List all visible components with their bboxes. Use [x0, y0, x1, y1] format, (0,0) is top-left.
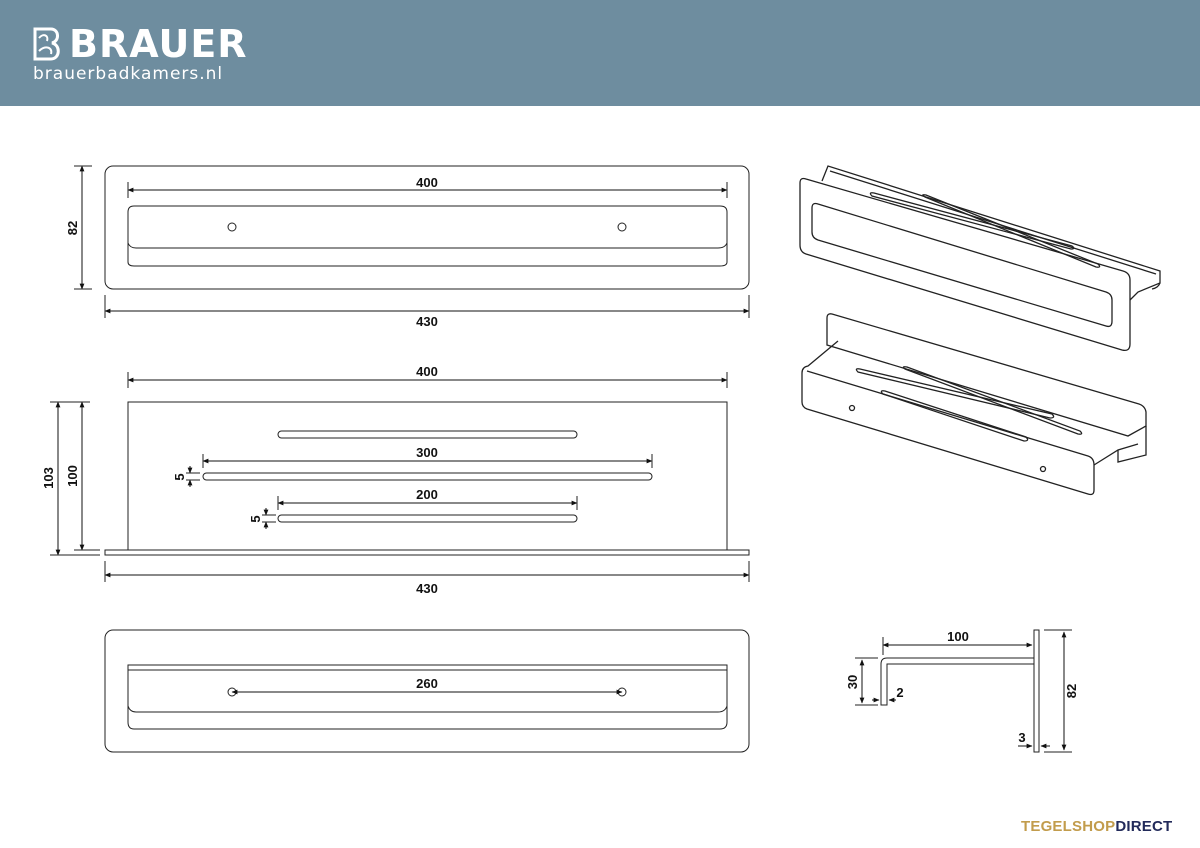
- header-bar: BRAUER brauerbadkamers.nl: [0, 0, 1200, 106]
- dim-side-82: 82: [1064, 684, 1079, 698]
- dim-top-400: 400: [416, 175, 438, 190]
- dim-side-100: 100: [947, 629, 969, 644]
- dim-side-3: 3: [1018, 730, 1025, 745]
- dim-front-103: 103: [41, 467, 56, 489]
- dim-bottom-260: 260: [416, 676, 438, 691]
- dim-top-430: 430: [416, 314, 438, 329]
- dim-front-300: 300: [416, 445, 438, 460]
- dim-side-2: 2: [896, 685, 903, 700]
- dim-front-slot-5b: 5: [248, 515, 263, 522]
- front-view: [50, 372, 750, 582]
- dim-front-400: 400: [416, 364, 438, 379]
- tegelshopdirect-logo[interactable]: TEGELSHOPDIRECT: [1021, 818, 1172, 835]
- side-section: [855, 629, 1072, 753]
- footer-logo-part2: DIRECT: [1115, 818, 1173, 835]
- footer-logo-part1: TEGELSHOP: [1021, 818, 1116, 835]
- iso-view-front: [801, 313, 1147, 496]
- brand-name: BRAUER: [69, 22, 248, 66]
- dim-top-82: 82: [65, 221, 80, 235]
- iso-view-back: [799, 165, 1161, 352]
- dim-front-100: 100: [65, 465, 80, 487]
- dim-front-430: 430: [416, 581, 438, 596]
- top-view: [74, 165, 750, 318]
- brauer-b-monogram-icon: [33, 27, 60, 61]
- dim-side-30: 30: [845, 675, 860, 689]
- bottom-view: [104, 629, 750, 753]
- dim-front-slot-5a: 5: [172, 473, 187, 480]
- dim-front-200: 200: [416, 487, 438, 502]
- brand-url: brauerbadkamers.nl: [33, 64, 224, 84]
